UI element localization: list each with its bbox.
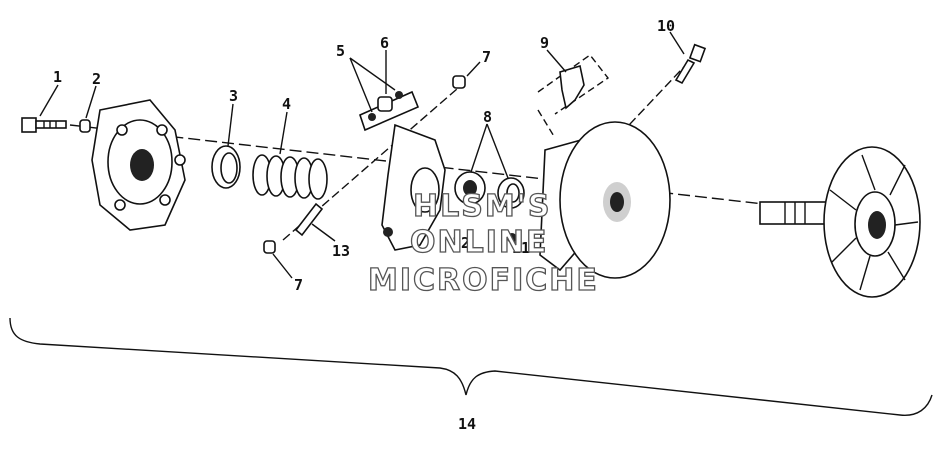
callout-2: 2 (92, 70, 101, 88)
callout-13: 13 (332, 242, 350, 260)
watermark-line-1: HLSM'S (413, 189, 551, 224)
watermark-line-2: ONLINE (410, 225, 549, 260)
part-13-pin (282, 81, 466, 241)
part-7-cap-upper (452, 75, 466, 89)
part-1-bolt (21, 117, 67, 133)
callout-7-lower: 7 (294, 276, 303, 294)
part-9-clip (537, 54, 610, 139)
callout-4: 4 (282, 95, 291, 113)
part-2-washer (79, 119, 91, 133)
callout-10: 10 (657, 17, 675, 35)
callout-12: 12 (452, 234, 470, 252)
fixed-sheave (759, 146, 921, 298)
movable-sheave (539, 121, 671, 279)
part-3-ring (211, 145, 241, 189)
callout-5: 5 (336, 42, 345, 60)
leader-lines (39, 31, 685, 279)
part-8-bushings (454, 171, 525, 209)
assembly-axis (69, 124, 861, 216)
assembly-brace (9, 317, 933, 416)
callout-6: 6 (380, 34, 389, 52)
spider-assembly (381, 123, 446, 251)
callout-3: 3 (229, 87, 238, 105)
watermark-line-3: MICROFICHE (368, 263, 599, 298)
cover-plate (91, 99, 186, 231)
callout-1: 1 (53, 68, 62, 86)
parts-5-6-bracket (359, 90, 420, 132)
callout-11: 11 (512, 239, 530, 257)
part-7-cap-lower (263, 240, 276, 254)
callout-7-upper: 7 (482, 48, 491, 66)
callout-9: 9 (540, 34, 549, 52)
part-11-nut (507, 233, 517, 243)
part-4-spring (252, 154, 328, 200)
callout-8: 8 (483, 108, 492, 126)
callout-14: 14 (458, 415, 476, 433)
